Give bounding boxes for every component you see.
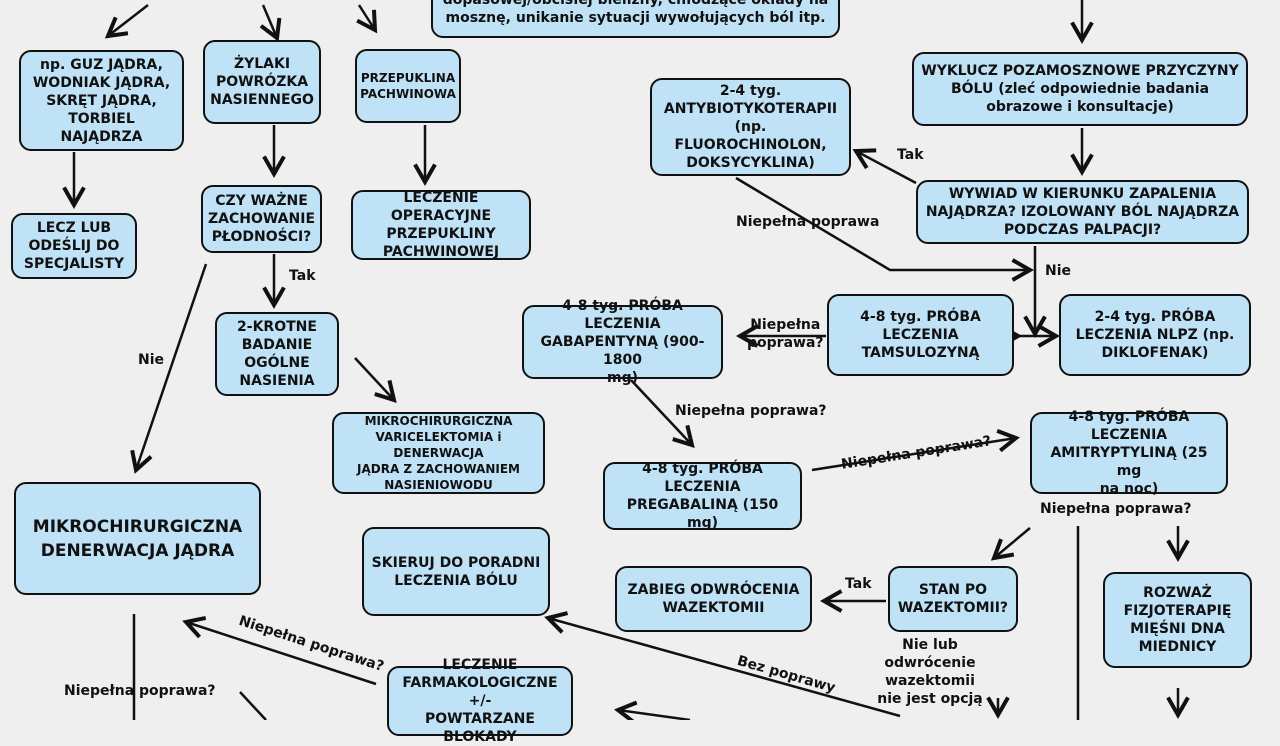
stan-po-wazektomii-box: STAN PO WAZEKTOMII? [888, 566, 1018, 632]
arrow [811, 428, 1020, 472]
wywiad-box: WYWIAD W KIERUNKU ZAPALENIA NAJĄDRZA? IZ… [916, 180, 1249, 244]
farmakologiczne-box: LECZENIE FARMAKOLOGICZNE +/- POWTARZANE … [387, 657, 573, 745]
tamsulozyna-box: 4-8 tyg. PRÓBA LECZENIA TAMSULOZYNĄ [827, 294, 1014, 376]
nlpz-box: 2-4 tyg. PRÓBA LECZENIA NLPZ (np. DIKLOF… [1059, 294, 1251, 376]
arrow [354, 357, 397, 403]
arrow [356, 4, 378, 34]
flowchart-arrows [62, 0, 1190, 720]
wyklucz-box: WYKLUCZ POZAMOSZNOWE PRZYCZYNY BÓLU (zle… [912, 52, 1248, 126]
przepuklina-box: PRZEPUKLINA PACHWINOWA [355, 49, 461, 123]
badanie-nasienia-box: 2-KROTNE BADANIE OGÓLNE NASIENIA [215, 312, 339, 396]
odwrocenie-box: ZABIEG ODWRÓCENIA WAZEKTOMII [615, 566, 812, 632]
top-partial-box: dopasowej/obcisłej bielizny, chłodzące o… [431, 0, 840, 38]
arrow [104, 4, 149, 39]
guz-jadra-box: np. GUZ JĄDRA, WODNIAK JĄDRA, SKRĘT JĄDR… [19, 50, 184, 151]
operacyjne-box: LECZENIE OPERACYJNE PRZEPUKLINY PACHWINO… [351, 190, 531, 260]
poradnia-box: SKIERUJ DO PORADNI LECZENIA BÓLU [362, 527, 550, 616]
arrow [259, 4, 282, 42]
niepelna-denerw-label: Niepełna poprawa? [64, 683, 216, 699]
amitryptylina-box: 4-8 tyg. PRÓBA LECZENIA AMITRYPTYLINĄ (2… [1030, 409, 1228, 497]
antybiotykoterapia-box: 2-4 tyg. ANTYBIOTYKOTERAPII (np. FLUOROC… [650, 78, 851, 176]
zylaki-box: ŻYLAKI POWRÓZKA NASIENNEGO [203, 40, 321, 124]
arrow [630, 379, 695, 448]
nie-wywiad-label: Nie [1045, 263, 1072, 279]
pregabalina-box: 4-8 tyg. PRÓBA LECZENIA PREGABALINĄ (150… [603, 461, 802, 531]
denerwacja-box: MIKROCHIRURGICZNA DENERWACJA JĄDRA [14, 482, 261, 595]
nie-lub-label: Nie lub odwrócenie wazektomii nie jest o… [877, 637, 983, 707]
lecz-box: LECZ LUB ODEŚLIJ DO SPECJALISTY [11, 213, 137, 279]
arrow [544, 611, 901, 718]
arrow [735, 176, 1035, 282]
arrow [130, 263, 208, 474]
plodnosc-box: CZY WAŻNE ZACHOWANIE PŁODNOŚCI? [201, 185, 322, 253]
arrow [852, 148, 917, 185]
arrow [182, 615, 377, 686]
arrow [614, 700, 691, 720]
niepelna-amitr-label: Niepełna poprawa? [1040, 501, 1192, 517]
fizjoterapia-box: ROZWAŻ FIZJOTERAPIĘ MIĘŚNI DNA MIEDNICY [1103, 572, 1252, 668]
gabapentyna-box: 4-8 tyg. PRÓBA LECZENIA GABAPENTYNĄ (900… [522, 298, 723, 386]
tak-antybiotyk-label: Tak [897, 147, 924, 163]
arrow [990, 527, 1031, 561]
niepelna-wywiad-label: Niepełna poprawa [736, 214, 880, 230]
arrow [239, 691, 267, 720]
niepelna-gabap-left-label: Niepełna poprawa? [747, 317, 824, 351]
tak-stan-label: Tak [845, 576, 872, 592]
tak-plodnosc-label: Tak [289, 268, 316, 284]
varicelektomia-box: MIKROCHIRURGICZNA VARICELEKTOMIA i DENER… [332, 412, 545, 494]
niepelna-gabap-down-label: Niepełna poprawa? [675, 403, 827, 419]
nie-plodnosc-label: Nie [138, 352, 165, 368]
